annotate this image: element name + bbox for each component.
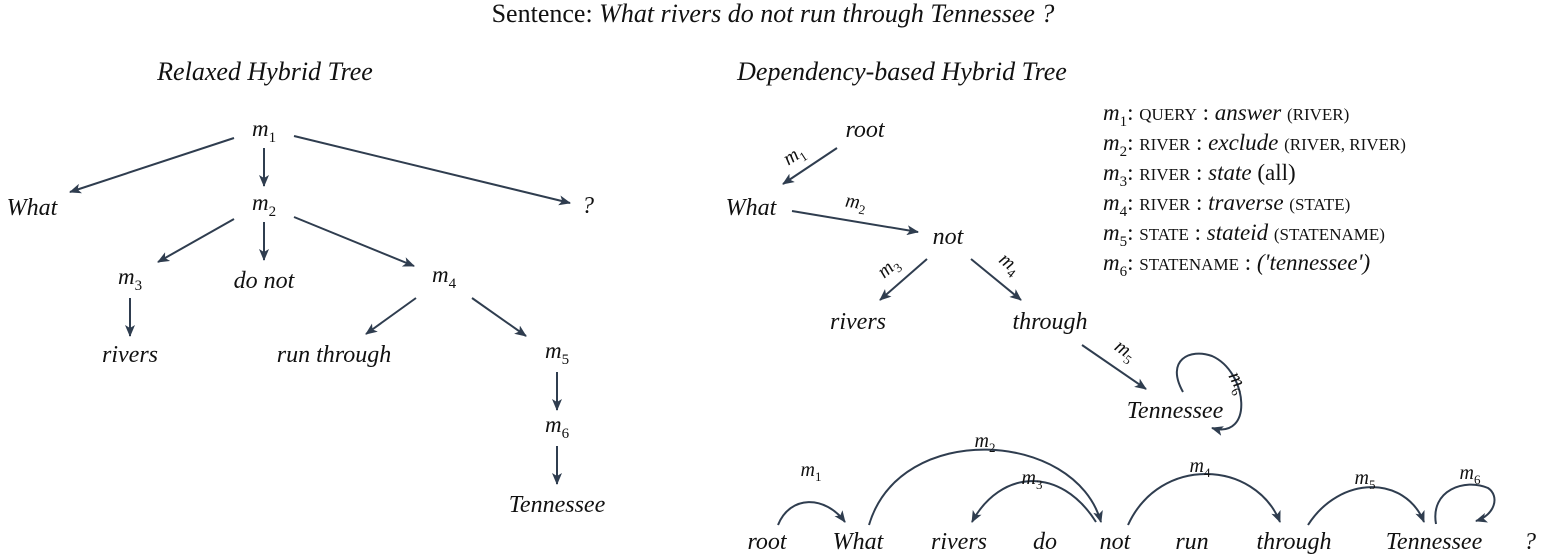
relaxed-word-what: What: [7, 195, 59, 221]
relaxed-node-m4: m4: [432, 262, 457, 292]
relaxed-node-m6: m6: [545, 412, 570, 442]
seq-label-m6: m6: [1460, 462, 1481, 487]
relaxed-word-question: ?: [582, 193, 594, 219]
relaxed-tree-edges: [69, 135, 571, 485]
dep-node-rivers: rivers: [830, 309, 886, 335]
bottom-sequence-arc-labels: m1 m2 m3 m4 m5 m6: [801, 430, 1481, 492]
relaxed-word-rivers: rivers: [102, 342, 158, 368]
seq-label-m5: m5: [1355, 467, 1376, 492]
dep-node-what: What: [726, 195, 778, 221]
seq-word-rivers: rivers: [931, 529, 987, 555]
sentence-text: What rivers do not run through Tennessee…: [599, 0, 1054, 28]
seq-arc-m5: [1307, 486, 1425, 526]
dependency-tree-title: Dependency-based Hybrid Tree: [736, 57, 1067, 86]
dep-node-not: not: [933, 224, 965, 250]
seq-label-m1: m1: [801, 459, 822, 484]
seq-word-not: not: [1100, 529, 1132, 555]
seq-word-tennessee: Tennessee: [1386, 529, 1483, 555]
seq-word-run: run: [1175, 529, 1208, 555]
bottom-sequence-arcs: [777, 448, 1496, 526]
relaxed-node-m5: m5: [545, 338, 569, 368]
dep-node-through: through: [1012, 309, 1087, 335]
relaxed-word-run-through: run through: [277, 342, 391, 368]
dep-edge-what-not: [791, 210, 919, 236]
seq-label-m4: m4: [1190, 455, 1211, 480]
dep-edge-root-what: [782, 147, 838, 185]
seq-label-m2: m2: [975, 430, 996, 455]
legend-row-m5: m5: STATE : stateid (STATENAME): [1103, 220, 1385, 250]
seq-word-root: root: [747, 529, 787, 555]
semantic-units-legend: m1: QUERY : answer (RIVER) m2: RIVER : e…: [1103, 100, 1406, 280]
dep-label-m4: m4: [993, 248, 1025, 281]
bottom-sequence-words: root What rivers do not run through Tenn…: [747, 529, 1536, 555]
seq-word-what: What: [833, 529, 885, 555]
dep-edge-not-through: [970, 258, 1022, 301]
relaxed-word-do-not: do not: [234, 268, 296, 294]
edge-m4-m5: [471, 297, 527, 337]
relaxed-node-m3: m3: [118, 264, 142, 294]
seq-arc-m6: [1434, 483, 1496, 525]
edge-m2-m4: [293, 216, 415, 267]
edge-m1-what: [69, 137, 235, 194]
legend-row-m6: m6: STATENAME : ('tennessee'): [1103, 250, 1370, 280]
seq-arc-m2: [868, 448, 1103, 526]
dep-label-m1: m1: [779, 140, 810, 172]
seq-word-question: ?: [1524, 529, 1536, 555]
dep-label-m2: m2: [843, 190, 868, 218]
relaxed-tree-title: Relaxed Hybrid Tree: [156, 57, 373, 86]
dep-edge-tennessee-self: [1175, 352, 1243, 436]
seq-arc-m3: [971, 480, 1097, 523]
dep-node-tennessee: Tennessee: [1127, 398, 1224, 424]
seq-word-through: through: [1256, 529, 1331, 555]
dep-edge-not-rivers: [879, 258, 928, 301]
seq-arc-m1: [777, 501, 846, 526]
relaxed-node-m1: m1: [252, 116, 276, 146]
relaxed-node-m2: m2: [252, 190, 276, 220]
edge-m4-runthrough: [365, 297, 417, 335]
seq-word-do: do: [1033, 529, 1057, 555]
relaxed-word-tennessee: Tennessee: [509, 492, 606, 518]
seq-arc-m4: [1127, 473, 1281, 526]
sentence-prefix: Sentence:: [492, 0, 593, 28]
seq-label-m3: m3: [1022, 467, 1043, 492]
legend-row-m2: m2: RIVER : exclude (RIVER, RIVER): [1103, 130, 1406, 160]
edge-m1-question: [293, 135, 571, 206]
edge-m2-m3: [157, 218, 235, 263]
legend-row-m1: m1: QUERY : answer (RIVER): [1103, 100, 1349, 130]
sentence-caption: Sentence: What rivers do not run through…: [492, 0, 1055, 28]
dep-edge-through-tennessee: [1081, 344, 1147, 390]
dep-node-root: root: [845, 117, 885, 143]
dep-label-m5: m5: [1109, 335, 1141, 367]
dep-label-m3: m3: [873, 252, 905, 285]
legend-row-m3: m3: RIVER : state (all): [1103, 160, 1296, 190]
legend-row-m4: m4: RIVER : traverse (STATE): [1103, 190, 1350, 220]
dependency-tree-edges: [782, 147, 1243, 436]
dep-label-m6: m6: [1221, 368, 1253, 399]
